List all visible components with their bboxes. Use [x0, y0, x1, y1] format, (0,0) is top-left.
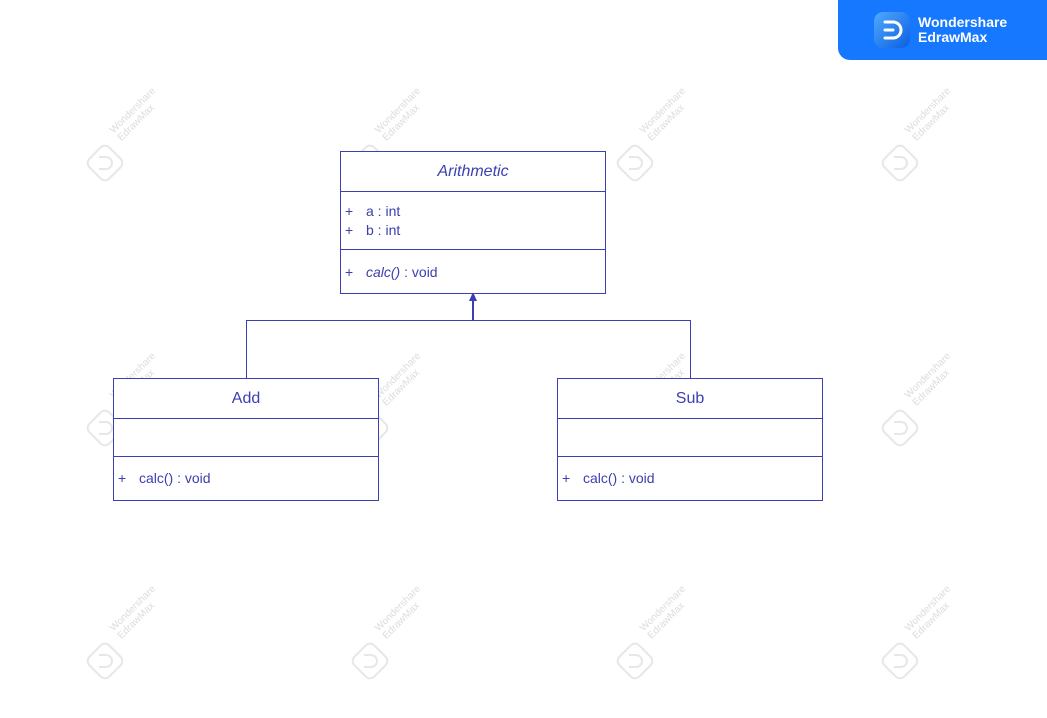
class-add[interactable]: Add + calc() : void	[113, 378, 379, 501]
class-name: Sub	[675, 390, 705, 407]
brand-name-line2: EdrawMax	[918, 29, 988, 45]
edrawmax-logo-icon	[874, 12, 910, 48]
visibility-marker: +	[345, 203, 354, 219]
class-sub[interactable]: Sub + calc() : void	[557, 378, 823, 501]
attribute-text: a : int	[366, 203, 401, 219]
class-name: Add	[231, 390, 261, 407]
class-name: Arithmetic	[437, 163, 509, 180]
arrowhead-icon	[469, 292, 477, 301]
compartment-divider	[114, 456, 378, 457]
compartment-divider	[558, 418, 822, 419]
visibility-marker: +	[118, 470, 127, 486]
method-row: + calc() : void	[562, 470, 655, 486]
method-row: + calc() : void	[118, 470, 211, 486]
attribute-row: + a : int	[345, 203, 400, 219]
method-row: + calc() : void	[345, 264, 438, 280]
visibility-marker: +	[562, 470, 571, 486]
connector-sub	[473, 320, 691, 378]
compartment-divider	[341, 191, 605, 192]
attribute-text: b : int	[366, 222, 401, 238]
attribute-row: + b : int	[345, 222, 400, 238]
method-text: calc() : void	[139, 470, 211, 486]
brand-badge[interactable]: Wondershare EdrawMax	[838, 0, 1047, 60]
class-arithmetic[interactable]: Arithmetic + a : int + b : int + calc() : v…	[340, 151, 606, 294]
visibility-marker: +	[345, 222, 354, 238]
compartment-divider	[558, 456, 822, 457]
method-name: calc()	[366, 264, 401, 280]
compartment-divider	[114, 418, 378, 419]
visibility-marker: +	[345, 264, 354, 280]
compartment-divider	[341, 249, 605, 250]
connector-add	[246, 320, 473, 378]
method-text: calc() : void	[583, 470, 655, 486]
brand-name-line1: Wondershare	[918, 14, 1008, 30]
method-type: : void	[400, 264, 438, 280]
